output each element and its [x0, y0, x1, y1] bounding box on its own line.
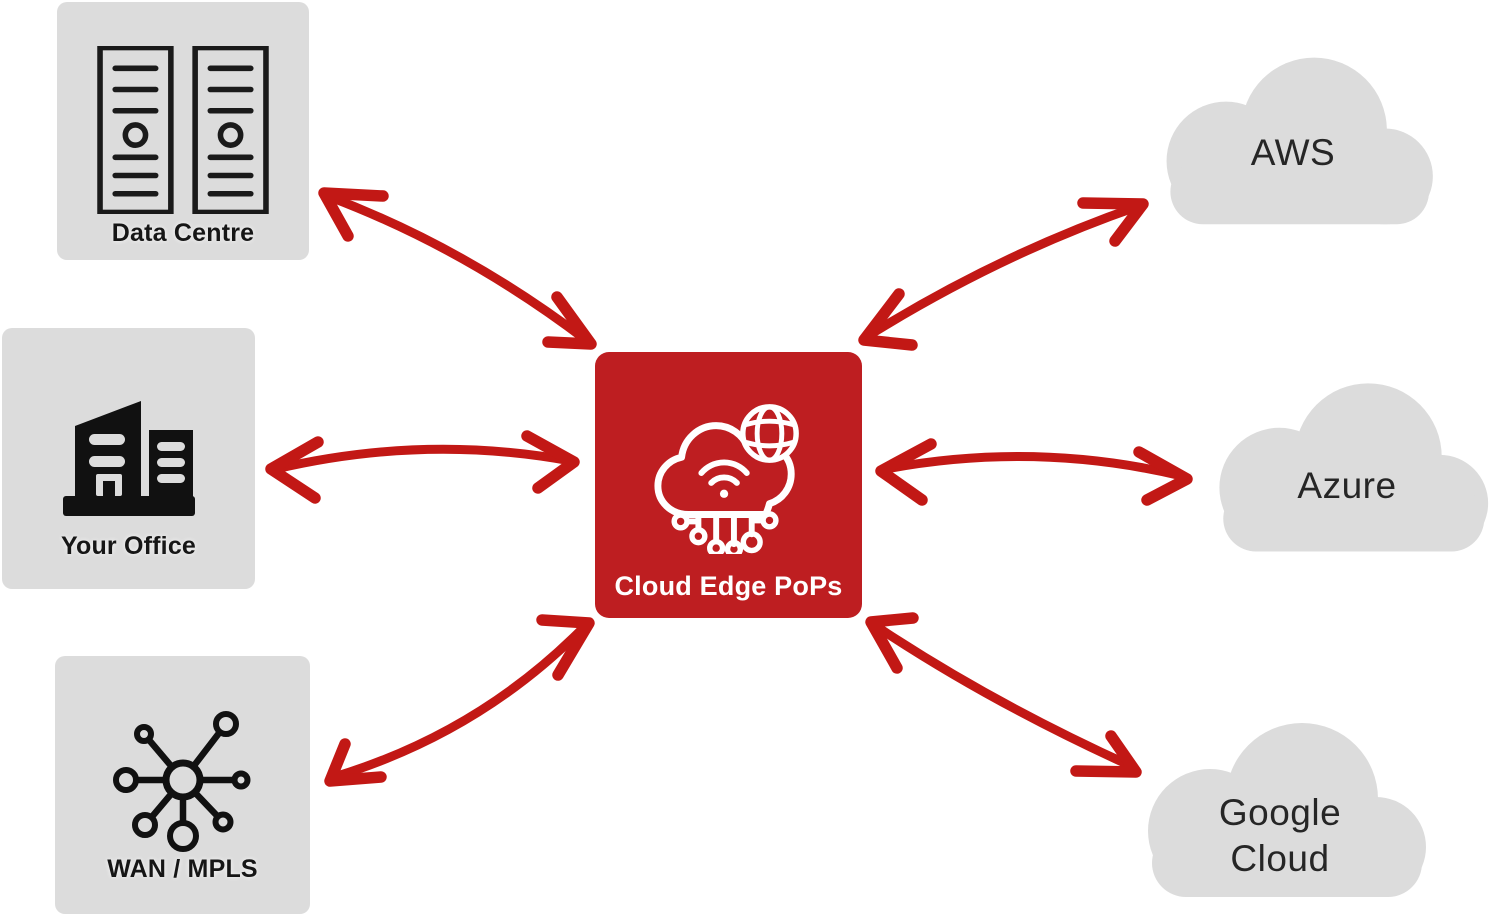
node-label-cloud-edge-pops: Cloud Edge PoPs [614, 571, 843, 601]
cloud-label-aws: AWS [1250, 132, 1336, 173]
arrow-your-office-cloud-edge [265, 430, 580, 504]
node-your-office: Your Office [2, 328, 255, 589]
node-aws: AWS [1148, 48, 1438, 230]
node-cloud-edge-pops: Cloud Edge PoPs [595, 352, 862, 618]
cloud-label-google-line1: Google [1218, 792, 1342, 833]
arrow-cloud-edge-aws [858, 197, 1149, 351]
arrow-cloud-edge-azure [875, 438, 1193, 506]
cloud-label-google-line2: Cloud [1230, 838, 1330, 879]
cloud-shape-icon [1166, 57, 1433, 225]
cloud-shape-icon [1219, 383, 1489, 552]
cloud-circuit-globe-icon [595, 396, 862, 554]
node-google-cloud: Google Cloud [1130, 712, 1430, 904]
cloud-label-google-cloud: Google Cloud [1130, 790, 1430, 882]
server-racks-icon [57, 46, 309, 214]
cloud-shape-icon [1148, 723, 1426, 897]
node-data-centre: Data Centre [57, 2, 309, 260]
arrow-cloud-edge-google-cloud [865, 612, 1142, 778]
node-label-data-centre: Data Centre [111, 219, 255, 247]
node-wan-mpls: WAN / MPLS [55, 656, 310, 914]
office-buildings-icon [2, 374, 255, 524]
node-label-your-office: Your Office [60, 532, 197, 560]
arrow-data-centre-cloud-edge [318, 187, 597, 350]
node-azure: Azure [1202, 373, 1492, 558]
arrow-wan-mpls-cloud-edge [324, 614, 595, 787]
cloud-label-azure: Azure [1297, 465, 1397, 506]
node-label-wan-mpls: WAN / MPLS [107, 855, 258, 883]
hub-spoke-network-icon [55, 708, 310, 858]
